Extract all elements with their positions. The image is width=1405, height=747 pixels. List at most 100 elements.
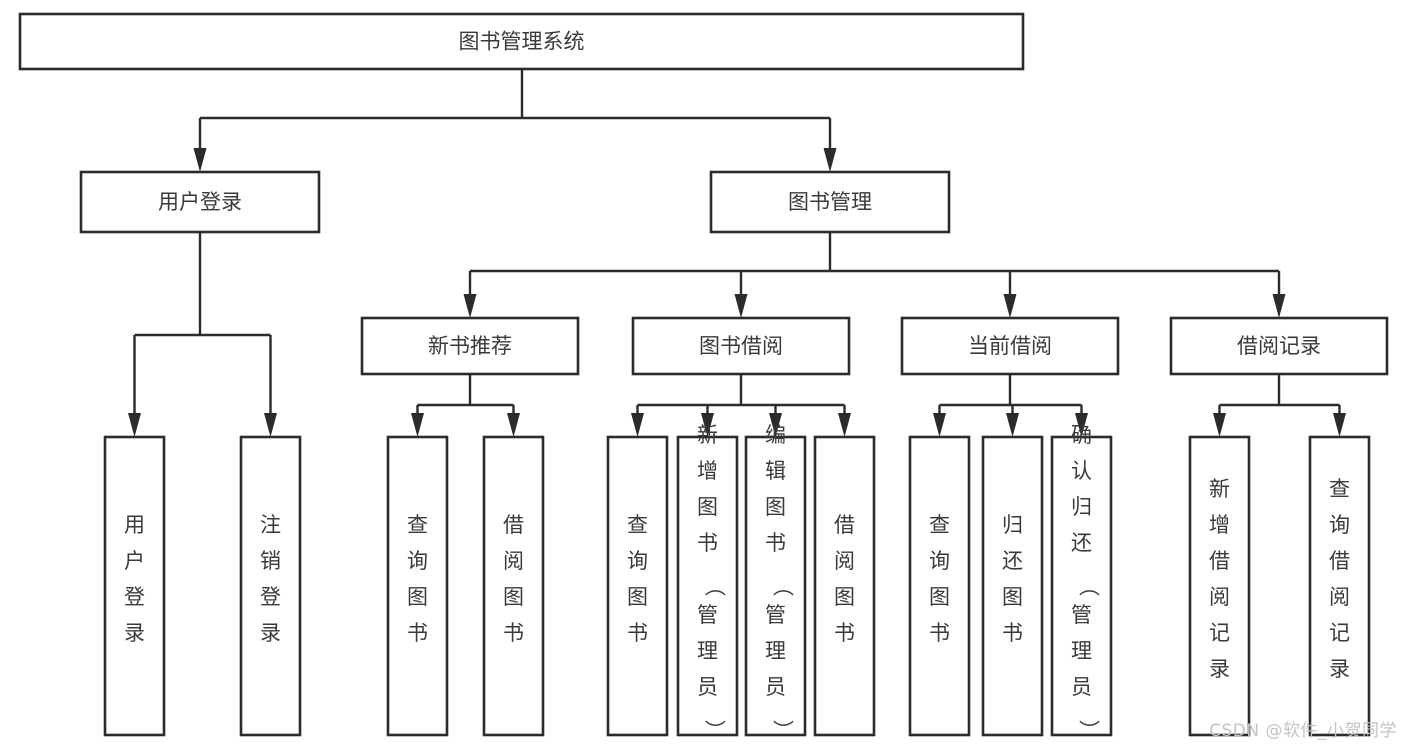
svg-text:书: 书	[834, 621, 855, 645]
svg-text:查: 查	[407, 513, 428, 537]
edge-borrow-record-to-leaf-add-record-arrowhead	[1213, 413, 1226, 437]
edge-book-borrow-to-leaf-add-book-arrowhead	[701, 413, 714, 437]
edge-current-borrow-to-leaf-query-book-3-arrowhead	[933, 413, 946, 437]
leaf-label-leaf-user-login: 用户登录	[124, 513, 145, 645]
leaf-box-leaf-query-book-1[interactable]	[386, 435, 449, 737]
edge-current-borrow-to-leaf-return-book-arrowhead	[1006, 413, 1019, 437]
leaf-box-leaf-query-book-3[interactable]	[908, 435, 971, 737]
svg-text:新: 新	[1209, 477, 1230, 501]
node-box-new-book-recommend[interactable]	[360, 316, 580, 376]
edge-new-book-recommend-to-leaf-borrow-book-1-arrowhead	[507, 413, 520, 437]
svg-text:图: 图	[627, 585, 648, 609]
edge-user-login-to-leaf-user-login-arrowhead	[128, 413, 141, 437]
leaf-box-leaf-borrow-book-1[interactable]	[482, 435, 545, 737]
svg-text:（: （	[703, 576, 727, 597]
svg-text:辑: 辑	[765, 459, 786, 483]
leaf-box-leaf-query-record[interactable]	[1308, 435, 1371, 737]
edge-root-to-book-manage-arrowhead	[823, 148, 837, 172]
node-box-user-login[interactable]	[79, 170, 321, 234]
svg-text:还: 还	[1071, 531, 1092, 555]
node-box-current-borrow[interactable]	[900, 316, 1120, 376]
svg-text:）: ）	[1077, 720, 1101, 741]
node-box-borrow-record[interactable]	[1169, 316, 1389, 376]
node-label-book-borrow: 图书借阅	[699, 334, 783, 358]
node-box-book-borrow[interactable]	[631, 316, 851, 376]
svg-text:（: （	[771, 576, 795, 597]
leaf-box-leaf-edit-book[interactable]	[744, 435, 807, 737]
svg-text:理: 理	[765, 639, 786, 663]
svg-text:登: 登	[124, 585, 145, 609]
leaf-box-leaf-confirm-return[interactable]	[1050, 435, 1113, 737]
svg-text:记: 记	[1209, 621, 1230, 645]
svg-text:认: 认	[1071, 459, 1092, 483]
svg-text:新: 新	[697, 423, 718, 447]
node-label-new-book-recommend: 新书推荐	[428, 334, 512, 358]
svg-text:查: 查	[1329, 477, 1350, 501]
svg-text:登: 登	[260, 585, 281, 609]
node-label-borrow-record: 借阅记录	[1237, 334, 1321, 358]
svg-text:图: 图	[929, 585, 950, 609]
svg-text:员: 员	[765, 675, 786, 699]
edge-book-manage-to-book-borrow-arrowhead	[734, 294, 748, 318]
svg-text:录: 录	[1329, 657, 1350, 681]
svg-text:确: 确	[1071, 423, 1092, 447]
edge-book-borrow-to-leaf-edit-book-arrowhead	[769, 413, 782, 437]
svg-text:注: 注	[260, 513, 281, 537]
svg-text:书: 书	[697, 531, 718, 555]
svg-text:询: 询	[627, 549, 648, 573]
svg-text:书: 书	[1002, 621, 1023, 645]
leaf-box-leaf-add-book[interactable]	[676, 435, 739, 737]
svg-text:）: ）	[771, 720, 795, 741]
svg-text:归: 归	[1002, 513, 1023, 537]
csdn-watermark: CSDN @软件_小贺同学	[1209, 721, 1397, 741]
svg-text:询: 询	[407, 549, 428, 573]
leaf-box-leaf-query-book-2[interactable]	[606, 435, 669, 737]
svg-text:用: 用	[124, 513, 145, 537]
edge-book-borrow-to-leaf-query-book-2-arrowhead	[631, 413, 644, 437]
edge-root-to-user-login-arrowhead	[193, 148, 207, 172]
svg-text:书: 书	[503, 621, 524, 645]
node-box-book-manage[interactable]	[709, 170, 951, 234]
svg-text:）: ）	[703, 720, 727, 741]
node-label-current-borrow: 当前借阅	[968, 334, 1052, 358]
edge-borrow-record-to-leaf-query-record-arrowhead	[1333, 413, 1346, 437]
svg-text:管: 管	[765, 603, 786, 627]
svg-text:管: 管	[697, 603, 718, 627]
svg-text:阅: 阅	[1209, 585, 1230, 609]
leaf-box-leaf-user-login[interactable]	[103, 435, 166, 737]
svg-text:借: 借	[834, 513, 855, 537]
leaf-box-leaf-return-book[interactable]	[981, 435, 1044, 737]
svg-text:录: 录	[1209, 657, 1230, 681]
svg-text:录: 录	[260, 621, 281, 645]
node-box-root[interactable]	[18, 12, 1025, 71]
leaf-box-leaf-borrow-book-2[interactable]	[813, 435, 876, 737]
svg-text:借: 借	[503, 513, 524, 537]
svg-text:图: 图	[1002, 585, 1023, 609]
svg-text:阅: 阅	[503, 549, 524, 573]
svg-text:销: 销	[260, 549, 281, 573]
edge-book-borrow-to-leaf-borrow-book-2-arrowhead	[838, 413, 851, 437]
svg-text:书: 书	[627, 621, 648, 645]
node-label-user-login: 用户登录	[158, 190, 242, 214]
svg-text:书: 书	[765, 531, 786, 555]
svg-text:借: 借	[1329, 549, 1350, 573]
edge-new-book-recommend-to-leaf-query-book-1-arrowhead	[411, 413, 424, 437]
svg-text:还: 还	[1002, 549, 1023, 573]
svg-text:书: 书	[407, 621, 428, 645]
svg-text:员: 员	[1071, 675, 1092, 699]
svg-text:图: 图	[407, 585, 428, 609]
svg-text:记: 记	[1329, 621, 1350, 645]
edge-current-borrow-to-leaf-confirm-return-arrowhead	[1075, 413, 1088, 437]
leaf-box-leaf-add-record[interactable]	[1188, 435, 1251, 737]
svg-text:户: 户	[124, 549, 145, 573]
node-label-book-manage: 图书管理	[788, 190, 872, 214]
leaf-box-leaf-user-logout[interactable]	[239, 435, 302, 737]
svg-text:图: 图	[503, 585, 524, 609]
